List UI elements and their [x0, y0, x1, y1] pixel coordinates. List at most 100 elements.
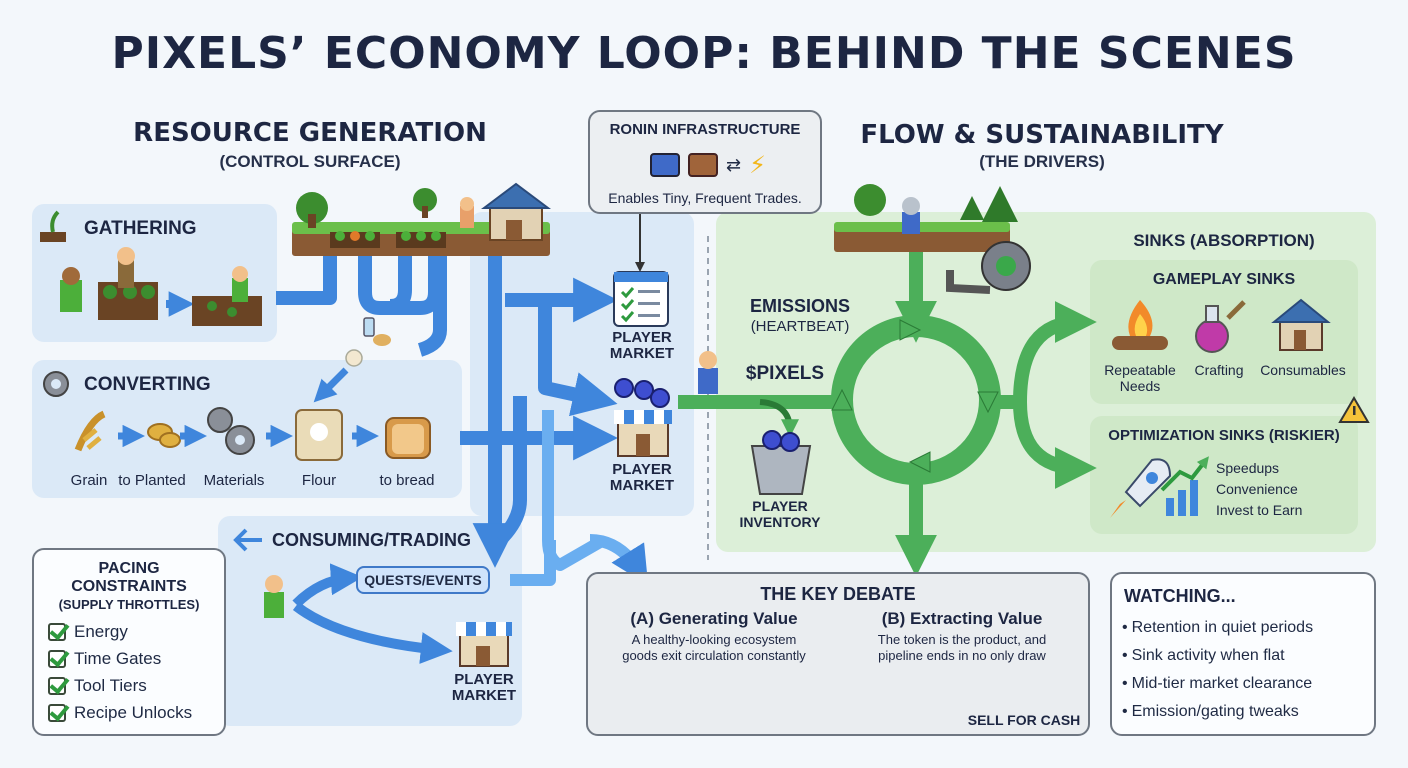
watching-item: • Emission/gating tweaks	[1122, 703, 1299, 720]
player-market-3-line1: PLAYER	[454, 671, 514, 688]
swap-icon: ⇄	[726, 154, 742, 176]
warning-icon	[1338, 396, 1370, 423]
convert-step-1: Grain	[70, 472, 108, 489]
sprout-icon	[40, 210, 66, 242]
debate-a-line2: goods exit circulation constantly	[622, 648, 806, 663]
gameplay-item-consumables: Consumables	[1260, 362, 1346, 378]
coins-icon	[614, 378, 670, 408]
flow-title: FLOW & SUSTAINABILITY	[860, 120, 1224, 150]
convert-step-3: Materials	[203, 472, 265, 489]
watching-item: • Retention in quiet periods	[1122, 619, 1314, 636]
resource-subtitle: (CONTROL SURFACE)	[219, 152, 401, 171]
flow-island-icon	[834, 184, 1018, 252]
player-inventory-icon	[750, 430, 812, 495]
gameplay-item-repeatable: Repeatable	[1104, 362, 1176, 378]
convert-step-4: Flour	[301, 472, 337, 489]
watching-item: • Sink activity when flat	[1122, 647, 1285, 664]
quests-events-pill[interactable]: QUESTS/EVENTS	[356, 566, 490, 594]
ronin-icons: ⇄ ⚡	[628, 148, 788, 182]
player-market-1-line1: PLAYER	[612, 329, 672, 346]
pacing-title-1: PACING	[98, 560, 160, 577]
pacing-box	[32, 548, 226, 736]
ronin-box	[588, 110, 822, 214]
pacing-item-label: Recipe Unlocks	[74, 702, 193, 722]
watching-item-label: Retention in quiet periods	[1131, 619, 1314, 636]
share-arrows-icon	[233, 528, 262, 552]
page-title: PIXELS’ ECONOMY LOOP: BEHIND THE SCENES	[111, 28, 1297, 79]
sell-for-cash-label: SELL FOR CASH	[967, 712, 1081, 728]
market-tablet-icon	[613, 271, 669, 327]
pacing-item: Time Gates	[48, 645, 218, 672]
debate-b-line1: The token is the product, and	[877, 632, 1047, 647]
potion-icon	[1195, 300, 1246, 353]
key-debate-title: THE KEY DEBATE	[760, 584, 916, 604]
gathering-heading: GATHERING	[84, 218, 197, 239]
consuming-panel	[218, 516, 522, 726]
optimization-item-convenience: Convenience	[1216, 481, 1298, 497]
checkbox-icon	[48, 676, 66, 695]
convert-step-2: to Planted	[118, 472, 186, 489]
checkbox-icon	[48, 649, 66, 668]
trader-avatar-icon	[698, 351, 718, 394]
watching-list: • Retention in quiet periods • Sink acti…	[1122, 614, 1332, 726]
pacing-item: Tool Tiers	[48, 672, 218, 699]
watching-item-label: Emission/gating tweaks	[1131, 703, 1299, 720]
watching-item-label: Sink activity when flat	[1131, 647, 1285, 664]
watching-title: WATCHING...	[1124, 586, 1236, 606]
gear-icon-converting	[43, 371, 69, 397]
key-debate-box	[586, 572, 1090, 736]
watching-item-label: Mid-tier market clearance	[1131, 675, 1313, 692]
pacing-item-label: Energy	[74, 621, 128, 641]
pacing-list: Energy Time Gates Tool Tiers Recipe Unlo…	[48, 618, 218, 726]
pacing-item-label: Time Gates	[74, 648, 162, 668]
debate-b-title: (B) Extracting Value	[881, 609, 1043, 628]
optimization-item-speedups: Speedups	[1216, 460, 1280, 476]
inventory-line1: PLAYER	[752, 498, 808, 514]
converting-heading: CONVERTING	[84, 374, 211, 395]
rocket-icon	[1110, 458, 1172, 518]
convert-step-5: to bread	[379, 472, 435, 489]
checkbox-icon	[48, 703, 66, 722]
debate-b-line2: pipeline ends in no only draw	[878, 648, 1046, 663]
wallet-icon	[650, 153, 681, 177]
debate-a-title: (A) Generating Value	[630, 609, 798, 628]
pixels-token-label: $PIXELS	[745, 363, 825, 384]
flow-subtitle: (THE DRIVERS)	[979, 152, 1105, 171]
pacing-item-label: Tool Tiers	[74, 675, 147, 695]
player-market-2-line1: PLAYER	[612, 461, 672, 478]
ingredients-icon	[313, 317, 391, 403]
campfire-icon	[1112, 300, 1168, 350]
pipe-area-panel	[470, 212, 694, 516]
ronin-title: RONIN INFRASTRUCTURE	[609, 121, 801, 138]
convert-chain-icons	[74, 407, 431, 461]
market-shop-icon	[614, 410, 672, 457]
consuming-heading: CONSUMING/TRADING	[272, 530, 471, 550]
optimization-sinks-title: OPTIMIZATION SINKS (RISKIER)	[1108, 427, 1340, 444]
checkbox-icon	[48, 622, 66, 641]
player-market-2-line2: MARKET	[609, 477, 675, 494]
player-market-3-line2: MARKET	[451, 687, 517, 704]
house-icon	[1271, 298, 1331, 351]
watching-item: • Mid-tier market clearance	[1122, 675, 1313, 692]
sinks-title: SINKS (ABSORPTION)	[1133, 231, 1315, 250]
gathering-scene-icon	[60, 247, 262, 326]
emissions-label: EMISSIONS	[749, 296, 851, 316]
pacing-item: Recipe Unlocks	[48, 699, 218, 726]
market-shop-icon-bottom	[456, 622, 512, 667]
heartbeat-label: (HEARTBEAT)	[750, 318, 850, 335]
lightning-icon: ⚡	[749, 151, 766, 179]
farm-island-icon	[292, 182, 551, 256]
ronin-caption: Enables Tiny, Frequent Trades.	[608, 190, 802, 206]
gameplay-item-needs: Needs	[1119, 378, 1161, 394]
resource-title: RESOURCE GENERATION	[133, 118, 487, 148]
player-market-1-line2: MARKET	[609, 345, 675, 362]
inventory-line2: INVENTORY	[739, 514, 821, 530]
pacing-title-2: CONSTRAINTS	[71, 578, 187, 595]
engine-gear-icon	[946, 241, 1031, 294]
wallet-brown-icon	[688, 153, 719, 177]
growth-chart-icon	[1160, 456, 1209, 516]
consumer-avatar-icon	[264, 575, 284, 618]
optimization-sinks-panel	[1090, 416, 1358, 534]
pacing-item: Energy	[48, 618, 218, 645]
optimization-item-invest: Invest to Earn	[1216, 502, 1303, 518]
